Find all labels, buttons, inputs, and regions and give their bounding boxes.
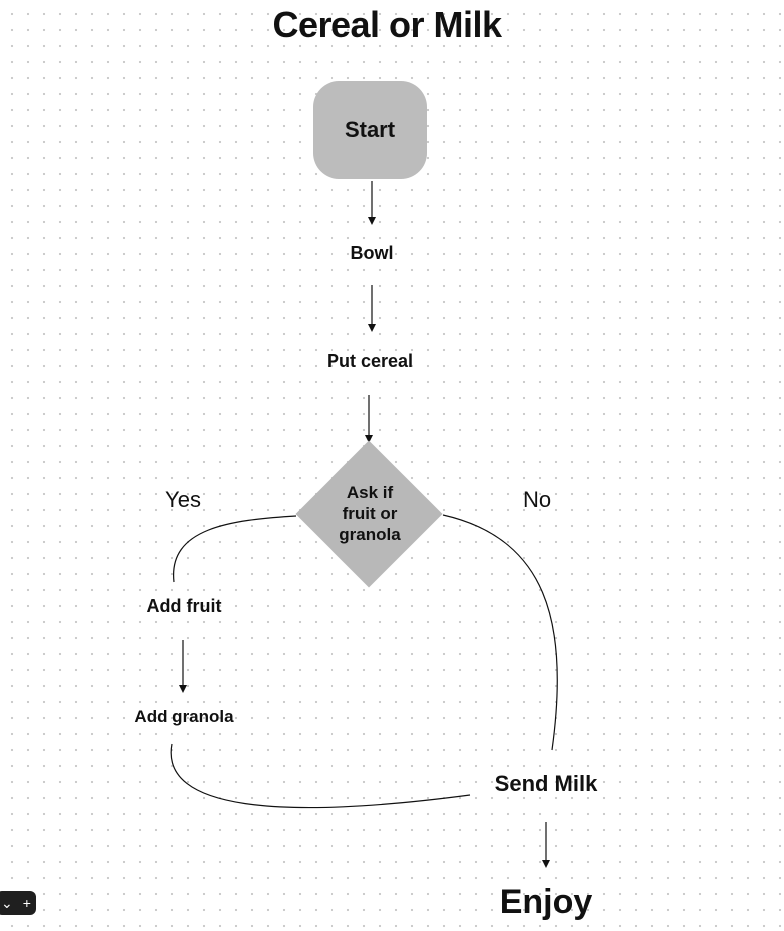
send-milk-node[interactable]: Send Milk — [494, 771, 598, 796]
plus-icon[interactable]: + — [22, 895, 31, 911]
decision-node-label: Ask if fruit or granola — [339, 483, 401, 544]
add-fruit-node[interactable]: Add fruit — [146, 596, 222, 616]
branch-label-no: No — [522, 487, 552, 512]
curve-add-granola-to-send-milk — [170, 743, 471, 809]
start-node-label: Start — [344, 117, 396, 142]
diagram-title: Cereal or Milk — [272, 4, 502, 45]
branch-label-yes: Yes — [165, 487, 201, 512]
bowl-node[interactable]: Bowl — [350, 243, 394, 263]
canvas-toolbar: ⌄ + — [0, 891, 36, 915]
chevron-down-icon[interactable]: ⌄ — [1, 894, 13, 911]
start-node[interactable]: Start — [313, 81, 427, 179]
enjoy-node[interactable]: Enjoy — [499, 883, 593, 921]
put-cereal-node[interactable]: Put cereal — [326, 351, 414, 371]
curve-decision-no-to-send-milk — [442, 514, 558, 751]
curve-decision-yes-to-add-fruit — [173, 515, 297, 583]
add-granola-node[interactable]: Add granola — [134, 707, 234, 726]
